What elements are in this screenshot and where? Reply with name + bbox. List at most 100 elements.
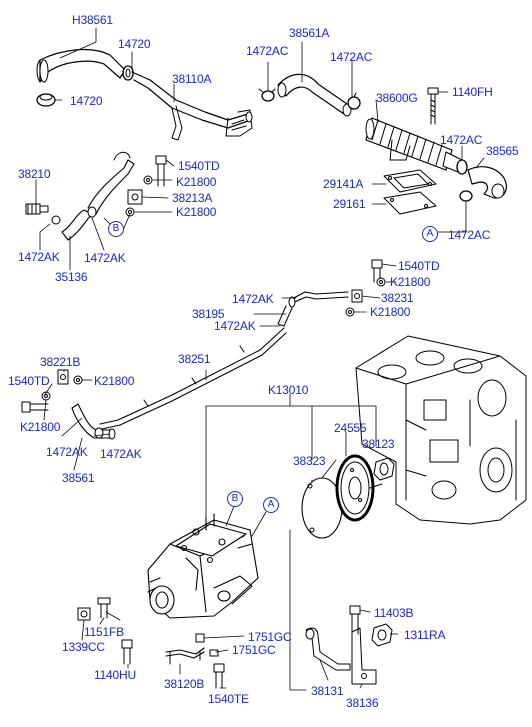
clamp-1472ac-a xyxy=(459,190,473,202)
pipe-38195 xyxy=(277,291,349,327)
label-1472ak-b: 1472AK xyxy=(84,251,126,265)
washer-k21800-c xyxy=(376,277,386,287)
nut-38123 xyxy=(373,457,395,481)
nut-1339cc xyxy=(77,607,91,621)
washer-k21800-b xyxy=(125,207,135,217)
label-1140hu: 1140HU xyxy=(94,668,136,682)
pipe-38120b xyxy=(165,647,205,665)
clamp-left-small xyxy=(51,215,61,225)
nut-1311ra xyxy=(371,623,393,647)
label-1151fb: 1151FB xyxy=(84,625,124,639)
bolt-1540td-a xyxy=(155,155,167,187)
label-38561: 38561 xyxy=(62,471,95,485)
label-1472ak-a: 1472AK xyxy=(18,250,60,264)
label-1751gc-b: 1751GC xyxy=(232,643,276,657)
clamp-1472ac-top2 xyxy=(347,92,361,110)
washer-k21800-e xyxy=(73,375,83,385)
label-38231: 38231 xyxy=(381,291,414,305)
hose-38561 xyxy=(71,403,116,440)
label-k21800-a: K21800 xyxy=(176,175,217,189)
pipe-38251 xyxy=(99,327,287,430)
label-1472ac-top2: 1472AC xyxy=(330,50,373,64)
label-1140fh: 1140FH xyxy=(452,85,493,99)
label-1472ac-a: 1472AC xyxy=(448,228,491,242)
label-1540td-c: 1540TD xyxy=(8,374,50,388)
fitting-38221b xyxy=(57,369,69,385)
ref-marker-b-lower: B xyxy=(227,491,243,507)
label-38123: 38123 xyxy=(362,437,395,451)
elbow-38565 xyxy=(467,166,507,199)
clamp-14720-upper xyxy=(122,65,134,81)
label-11403b: 11403B xyxy=(374,606,414,620)
pipe-38110a xyxy=(131,71,253,141)
washer-k21800-d xyxy=(345,307,355,317)
washer-k21800-a xyxy=(143,175,153,185)
ref-marker-a-lower: A xyxy=(263,497,279,513)
label-14720-a: 14720 xyxy=(118,37,151,51)
label-29141a: 29141A xyxy=(323,177,364,191)
label-1339cc: 1339CC xyxy=(62,640,105,654)
leader-lines xyxy=(35,27,485,691)
label-38131: 38131 xyxy=(311,684,344,698)
label-35136: 35136 xyxy=(55,270,88,284)
ref-marker-b-upper: B xyxy=(108,221,124,237)
label-1540td-a: 1540TD xyxy=(178,159,220,173)
plate-29161 xyxy=(383,191,437,215)
label-1472ak-f: 1472AK xyxy=(100,447,142,461)
label-k13010: K13010 xyxy=(268,383,309,397)
hose-38561a xyxy=(277,73,352,117)
label-38120b: 38120B xyxy=(164,677,205,691)
label-1472ak-e: 1472AK xyxy=(46,445,88,459)
label-1472ak-c: 1472AK xyxy=(232,292,274,306)
label-1472ak-d: 1472AK xyxy=(214,319,256,333)
label-k21800-c: K21800 xyxy=(390,275,431,289)
label-k21800-e: K21800 xyxy=(94,374,135,388)
label-38210: 38210 xyxy=(18,167,51,181)
label-38213a: 38213A xyxy=(172,191,213,205)
label-38110a: 38110A xyxy=(172,72,212,86)
label-1472ac-right: 1472AC xyxy=(440,133,483,147)
label-38561a: 38561A xyxy=(289,26,330,40)
clamp-1472ak-b xyxy=(87,206,97,218)
bolt-1540te xyxy=(213,663,225,689)
label-1751gc-a: 1751GC xyxy=(248,630,292,644)
clamp-1472ac-right xyxy=(456,159,468,175)
fitting-38210 xyxy=(25,203,49,215)
clamp-1472ac-top xyxy=(258,88,276,102)
clamp-14720-lower xyxy=(36,93,56,107)
label-1540td-b: 1540TD xyxy=(398,259,440,273)
label-1472ac-top: 1472AC xyxy=(246,44,289,58)
fitting-38213a xyxy=(127,189,143,205)
ref-marker-a-upper: A xyxy=(422,226,438,242)
label-38221b: 38221B xyxy=(40,355,81,369)
hose-h38561 xyxy=(36,49,126,83)
bolt-1140hu xyxy=(121,639,133,665)
label-24555: 24555 xyxy=(334,421,367,435)
label-38565: 38565 xyxy=(486,144,519,158)
bolt-1151fb xyxy=(97,597,111,619)
label-38251: 38251 xyxy=(178,352,211,366)
label-38600g: 38600G xyxy=(376,91,418,105)
label-1311ra: 1311RA xyxy=(404,628,446,642)
label-k21800-b: K21800 xyxy=(176,205,217,219)
label-k21800-d: K21800 xyxy=(370,305,411,319)
bolt-1540td-c xyxy=(21,401,49,413)
label-38136: 38136 xyxy=(346,696,379,710)
clip-1751gc xyxy=(195,633,219,657)
bracket-38136 xyxy=(351,627,377,685)
gasket-29141a xyxy=(383,169,437,193)
bracket-38131 xyxy=(305,627,351,671)
bolt-11403b xyxy=(349,605,361,635)
label-38323: 38323 xyxy=(293,454,326,468)
gear-24555 xyxy=(335,454,383,522)
fitting-38231 xyxy=(351,289,363,303)
label-38195: 38195 xyxy=(192,307,225,321)
bolt-1140fh xyxy=(427,87,439,125)
label-14720-b: 14720 xyxy=(70,94,103,108)
engine-block xyxy=(355,335,527,525)
label-29161: 29161 xyxy=(333,197,366,211)
label-k21800-f: K21800 xyxy=(20,420,61,434)
label-h38561: H38561 xyxy=(72,13,113,27)
